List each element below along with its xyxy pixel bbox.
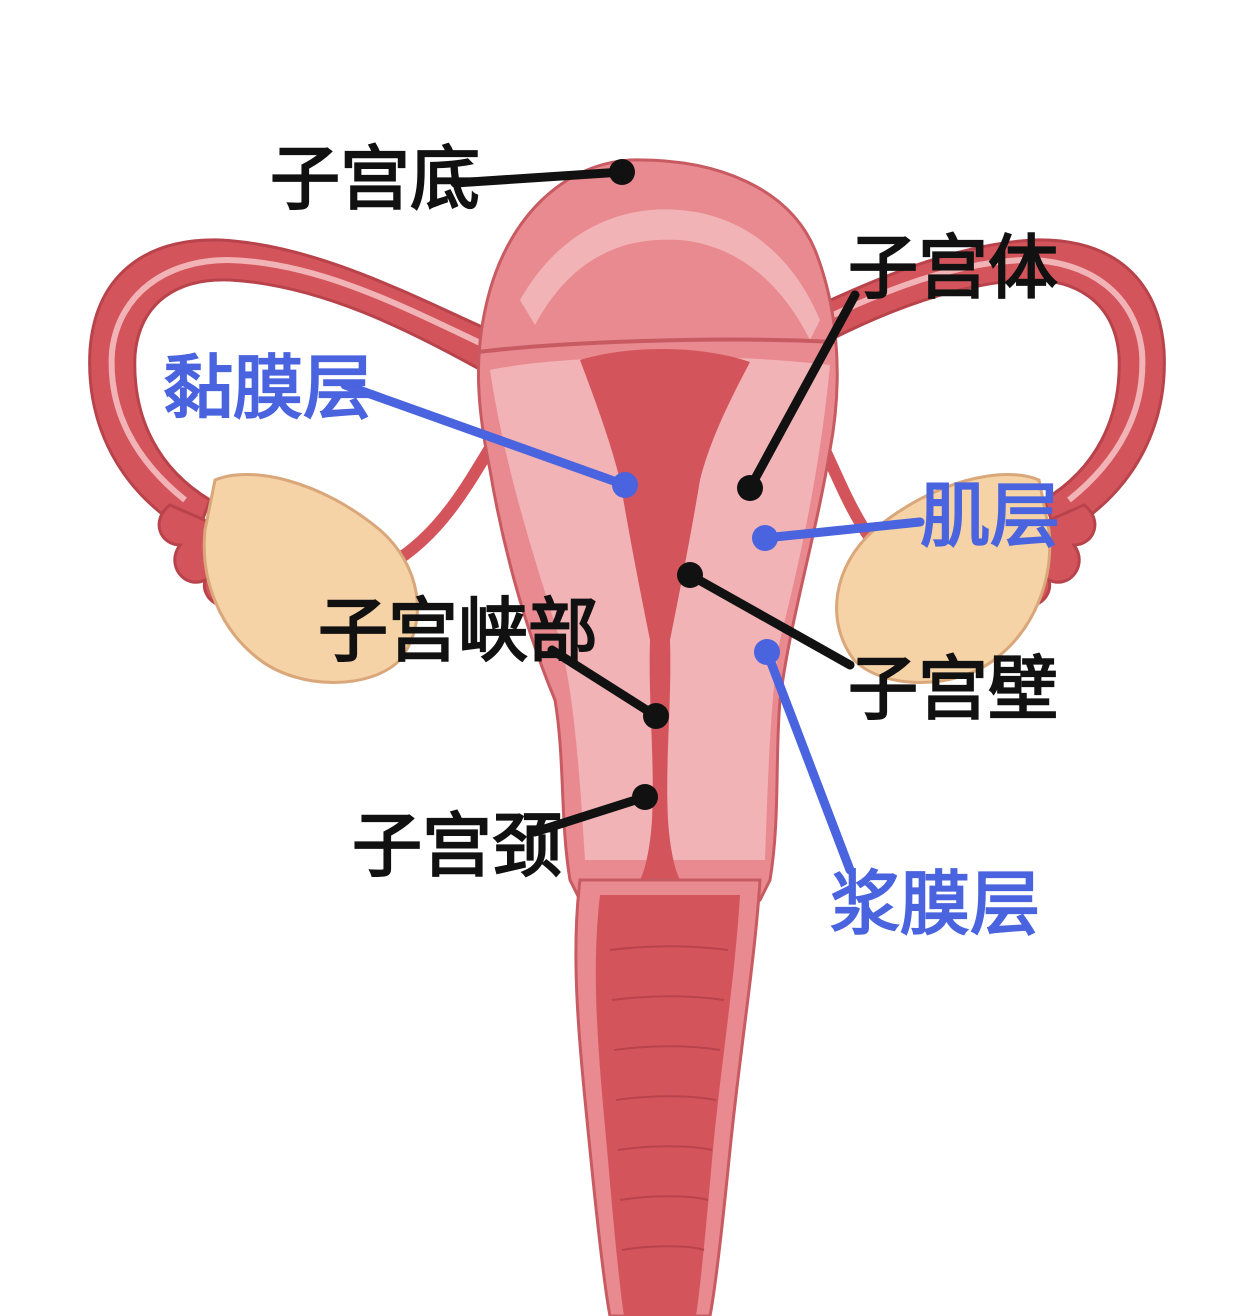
wall-dot (677, 562, 703, 588)
label-endometrium: 黏膜层 (163, 347, 373, 429)
left-ovary (202, 473, 419, 684)
label-wall: 子宫壁 (848, 648, 1058, 730)
isthmus-dot (643, 703, 669, 729)
isthmus-leader (547, 645, 661, 721)
pointer-dots (609, 159, 780, 810)
label-cervix: 子宫颈 (352, 805, 562, 887)
label-fundus: 子宫底 (270, 138, 480, 220)
endometrium-layer (580, 348, 750, 640)
serosa-leader (762, 647, 855, 875)
fundus-band (520, 209, 820, 340)
myometrium-dot (752, 525, 778, 551)
vaginal-canal (595, 895, 740, 1316)
uterus-illustration (88, 158, 1166, 1316)
labels: 子宫底 子宫体 黏膜层 肌层 子宫峡部 子宫壁 子宫颈 浆膜层 (163, 138, 1060, 945)
label-myometrium: 肌层 (920, 475, 1060, 557)
label-body: 子宫体 (848, 227, 1058, 309)
vaginal-rugae (609, 945, 729, 1251)
serosa-dot (754, 639, 780, 665)
fundus-dot (609, 159, 635, 185)
cervix-dot (632, 784, 658, 810)
label-serosa: 浆膜层 (830, 863, 1040, 945)
left-tube-lumen (108, 256, 497, 503)
myometrium-leader (760, 517, 925, 543)
leader-lines (340, 167, 925, 875)
endometrium-leader (340, 380, 630, 490)
body-leader (745, 290, 860, 493)
endometrium-dot (612, 472, 638, 498)
wall-leader (685, 570, 855, 670)
body-dot (737, 475, 763, 501)
fundus-divider (477, 337, 836, 354)
cervical-canal (640, 640, 680, 880)
right-tube-lumen (757, 256, 1146, 503)
fundus-leader (450, 167, 627, 188)
cervix-leader (530, 792, 650, 837)
label-isthmus: 子宫峡部 (318, 590, 598, 672)
